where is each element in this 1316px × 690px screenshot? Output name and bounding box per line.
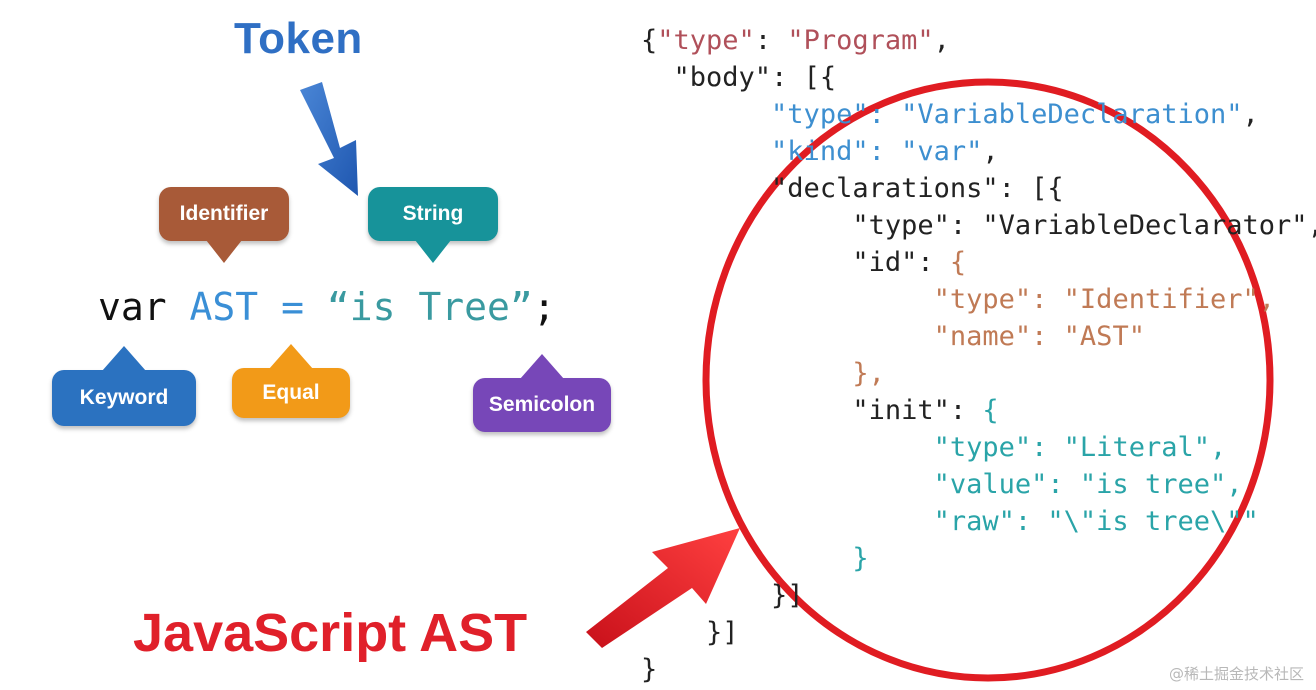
json-key: "type" xyxy=(852,210,950,241)
keyword-bubble: Keyword xyxy=(52,346,196,426)
equal-bubble: Equal xyxy=(232,344,350,418)
json-colon: : xyxy=(1031,432,1064,463)
watermark: @稀土掘金技术社区 xyxy=(1168,665,1304,683)
identifier-label: Identifier xyxy=(179,202,269,225)
json-brace: } xyxy=(852,543,869,574)
json-comma: , xyxy=(1242,99,1259,130)
json-key: "body" xyxy=(673,62,772,93)
json-key: "name" xyxy=(933,321,1032,352)
bubble-tail xyxy=(415,240,451,263)
json-punct: : [{ xyxy=(998,173,1064,204)
json-comma: , xyxy=(1226,469,1243,500)
json-key: "kind" xyxy=(771,136,869,167)
json-colon: : xyxy=(754,25,788,56)
json-colon: : xyxy=(1031,321,1064,352)
json-colon: : xyxy=(949,210,983,241)
json-comma: , xyxy=(1308,210,1316,241)
identifier-bubble: Identifier xyxy=(159,187,289,263)
json-value: "Program" xyxy=(787,25,934,56)
json-colon: : xyxy=(868,99,902,130)
json-comma: , xyxy=(982,136,999,167)
json-value: "is tree" xyxy=(1079,469,1227,500)
json-brace: }] xyxy=(771,580,804,611)
json-colon: : xyxy=(1047,469,1080,500)
json-value: "VariableDeclarator" xyxy=(982,210,1308,241)
json-key: "value" xyxy=(933,469,1048,500)
bubble-tail xyxy=(206,240,242,263)
json-brace: }] xyxy=(706,617,739,648)
json-value: "AST" xyxy=(1063,321,1145,352)
identifier-token: AST xyxy=(189,285,259,329)
keyword-label: Keyword xyxy=(79,386,169,409)
json-value: "\"is tree\"" xyxy=(1047,506,1259,537)
ast-arrow-icon xyxy=(586,528,740,648)
json-key: "type" xyxy=(933,284,1032,315)
equal-label: Equal xyxy=(262,381,320,404)
json-colon: : xyxy=(1031,284,1064,315)
json-key: "raw" xyxy=(933,506,1015,537)
bubble-tail xyxy=(520,354,564,379)
javascript-ast-caption: JavaScript AST xyxy=(133,603,528,663)
json-key: "init" xyxy=(852,395,950,426)
semicolon-label: Semicolon xyxy=(488,393,596,416)
token-arrow-icon xyxy=(300,82,358,196)
json-key: "type" xyxy=(657,25,755,56)
json-key: "id" xyxy=(852,247,918,278)
source-code-line: var AST = “is Tree”; xyxy=(98,285,556,329)
json-value: "VariableDeclaration" xyxy=(901,99,1243,130)
token-title: Token xyxy=(234,14,363,63)
ast-highlight-circle xyxy=(702,78,1274,682)
keyword-token: var xyxy=(98,285,167,329)
json-key: "type" xyxy=(771,99,869,130)
json-value: "var" xyxy=(901,136,983,167)
string-label: String xyxy=(402,202,464,225)
json-comma: , xyxy=(1258,284,1276,315)
bubble-tail xyxy=(102,346,146,371)
json-colon: : xyxy=(949,395,983,426)
semicolon-token: ; xyxy=(532,285,556,329)
json-key: "type" xyxy=(933,432,1032,463)
json-colon: : xyxy=(868,136,902,167)
json-value: "Literal" xyxy=(1063,432,1210,463)
json-brace: }, xyxy=(852,358,885,389)
json-key: "declarations" xyxy=(771,173,999,204)
string-bubble: String xyxy=(368,187,498,263)
json-value: "Identifier" xyxy=(1063,284,1259,315)
equal-token: = xyxy=(281,285,304,329)
json-brace: { xyxy=(949,247,967,278)
json-colon: : xyxy=(917,247,950,278)
semicolon-bubble: Semicolon xyxy=(473,354,611,432)
json-comma: , xyxy=(1209,432,1227,463)
json-comma: , xyxy=(933,25,950,56)
string-token: “is Tree” xyxy=(326,285,533,329)
bubble-tail xyxy=(269,344,313,369)
json-brace: { xyxy=(641,25,658,56)
json-brace: } xyxy=(641,654,658,685)
json-brace: { xyxy=(982,395,999,426)
json-colon: : xyxy=(1014,506,1048,537)
ast-json-block: {"type": "Program", "body": [{ "type": "… xyxy=(641,22,1316,688)
json-punct: : [{ xyxy=(771,62,837,93)
